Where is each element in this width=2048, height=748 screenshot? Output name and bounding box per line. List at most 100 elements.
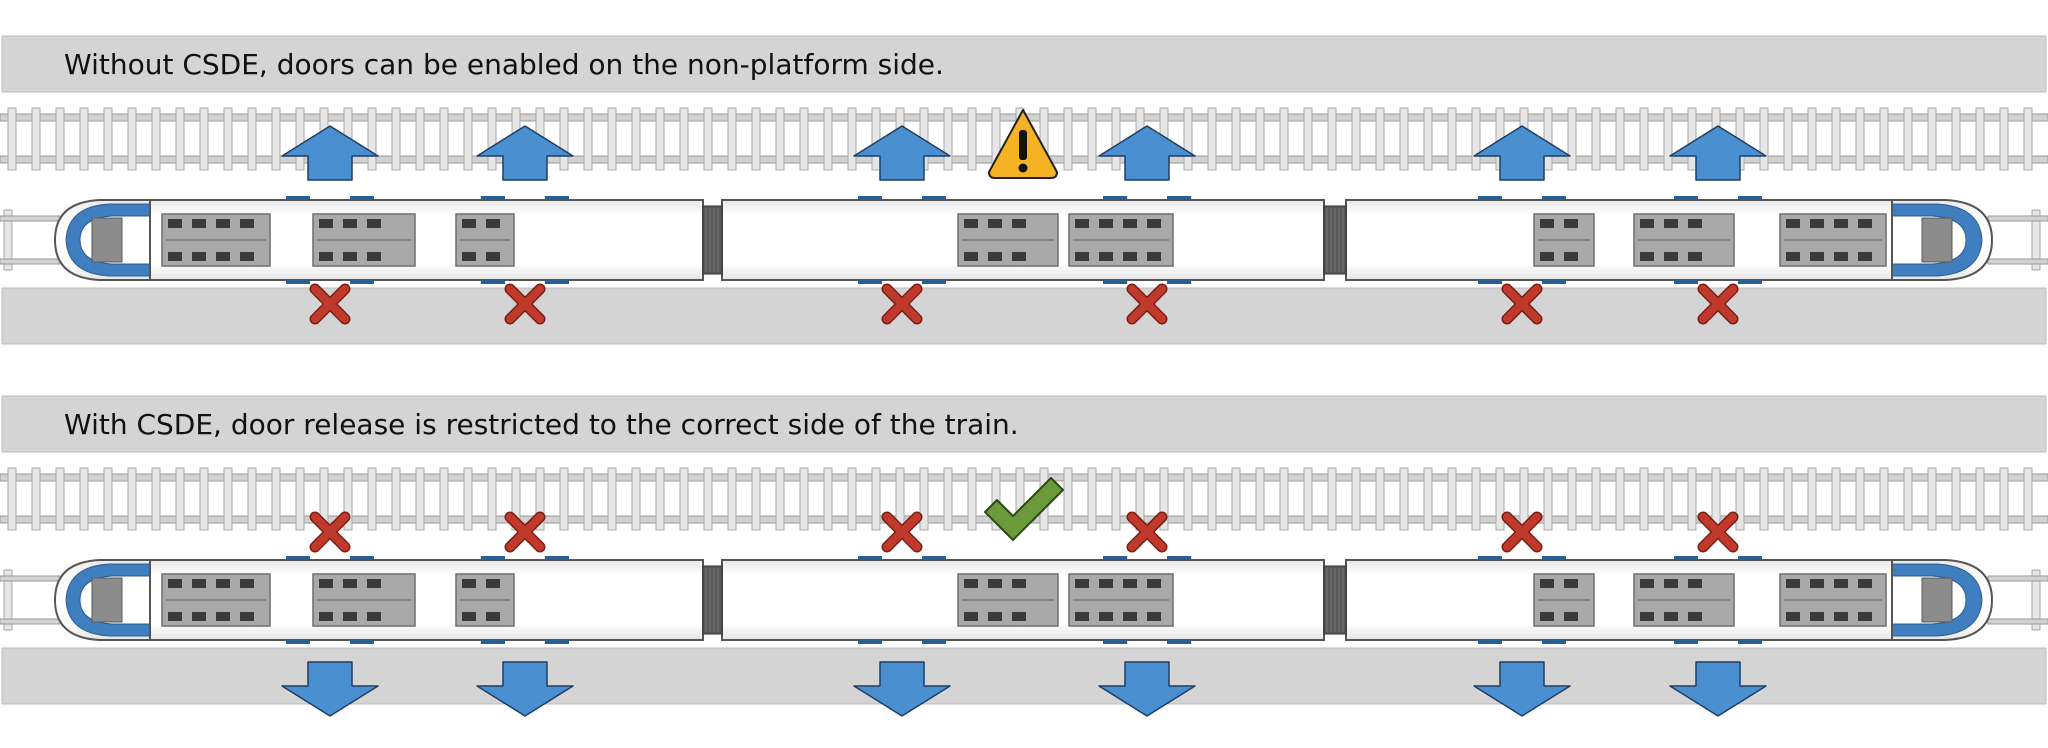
door-open-arrow-down-icon [853, 661, 951, 717]
sleeper [1207, 467, 1217, 531]
sleeper [1495, 467, 1505, 531]
rail [0, 618, 61, 625]
door-mark [1542, 640, 1566, 644]
door-mark [1542, 196, 1566, 200]
grille [1075, 219, 1089, 228]
grille [988, 579, 1002, 588]
sleeper [463, 107, 473, 171]
grille [1858, 579, 1872, 588]
sleeper [751, 467, 761, 531]
sleeper [871, 467, 881, 531]
door-mark [1738, 280, 1762, 284]
grille [367, 219, 381, 228]
sleeper [727, 107, 737, 171]
door-blocked-cross-icon [309, 511, 351, 553]
rail [1987, 215, 2048, 222]
sleeper [79, 107, 89, 171]
sleeper [415, 107, 425, 171]
sleeper [1639, 107, 1649, 171]
door-mark [350, 196, 374, 200]
grille [462, 612, 476, 621]
grille [1688, 612, 1702, 621]
sleeper [1687, 467, 1697, 531]
sleeper [175, 107, 185, 171]
sleeper [2023, 467, 2033, 531]
door-blocked-cross-icon [881, 283, 923, 325]
sleeper [775, 107, 785, 171]
sleeper [391, 467, 401, 531]
door-open-arrow-up-icon [281, 125, 379, 181]
grille [462, 219, 476, 228]
sleeper [775, 467, 785, 531]
sleeper [199, 467, 209, 531]
platform [1, 287, 2047, 345]
sleeper [1615, 467, 1625, 531]
sleeper [7, 107, 17, 171]
door-open-arrow-up-icon [1098, 125, 1196, 181]
sleeper [1471, 107, 1481, 171]
grille [1564, 219, 1578, 228]
door-mark [858, 196, 882, 200]
grille [343, 252, 357, 261]
caption-text: With CSDE, door release is restricted to… [64, 408, 1019, 441]
sleeper [151, 107, 161, 171]
door-mark [350, 640, 374, 644]
sleeper [1327, 467, 1337, 531]
grille [1664, 612, 1678, 621]
sleeper [703, 467, 713, 531]
grille [1123, 612, 1137, 621]
door-mark [1103, 196, 1127, 200]
sleeper [727, 467, 737, 531]
door-mark [1738, 640, 1762, 644]
door-mark [545, 280, 569, 284]
sleeper [1327, 107, 1337, 171]
door-mark [1478, 196, 1502, 200]
sleeper [799, 467, 809, 531]
sleeper [295, 467, 305, 531]
door-mark [350, 280, 374, 284]
door-blocked-cross-icon [1126, 511, 1168, 553]
sleeper [967, 107, 977, 171]
rail [1987, 575, 2048, 582]
sleeper [823, 467, 833, 531]
grille [988, 219, 1002, 228]
sleeper [1567, 467, 1577, 531]
door-open-arrow-up-icon [853, 125, 951, 181]
sleeper [175, 467, 185, 531]
door-mark [1103, 280, 1127, 284]
grille [1834, 612, 1848, 621]
grille [1688, 579, 1702, 588]
grille [1834, 252, 1848, 261]
sleeper [223, 467, 233, 531]
grille [319, 612, 333, 621]
grille [1123, 579, 1137, 588]
door-open-arrow-down-icon [1098, 661, 1196, 717]
sleeper [1279, 467, 1289, 531]
grille [964, 579, 978, 588]
sleeper [1975, 107, 1985, 171]
sleeper [655, 107, 665, 171]
door-open-arrow-up-icon [1473, 125, 1571, 181]
sleeper [1303, 107, 1313, 171]
grille [1564, 579, 1578, 588]
door-blocked-cross-icon [881, 511, 923, 553]
cab-left-window [91, 577, 123, 623]
grille [1147, 219, 1161, 228]
grille [1099, 579, 1113, 588]
grille [964, 252, 978, 261]
sleeper [919, 467, 929, 531]
door-mark [922, 280, 946, 284]
door-mark [1167, 640, 1191, 644]
door-open-arrow-down-icon [1473, 661, 1571, 717]
grille [1688, 252, 1702, 261]
sleeper [583, 467, 593, 531]
sleeper [1903, 467, 1913, 531]
door-mark [1478, 556, 1502, 560]
sleeper [943, 107, 953, 171]
sleeper [223, 107, 233, 171]
grille [216, 252, 230, 261]
grille [1786, 219, 1800, 228]
sleeper [1303, 467, 1313, 531]
grille [462, 252, 476, 261]
sleeper [607, 467, 617, 531]
